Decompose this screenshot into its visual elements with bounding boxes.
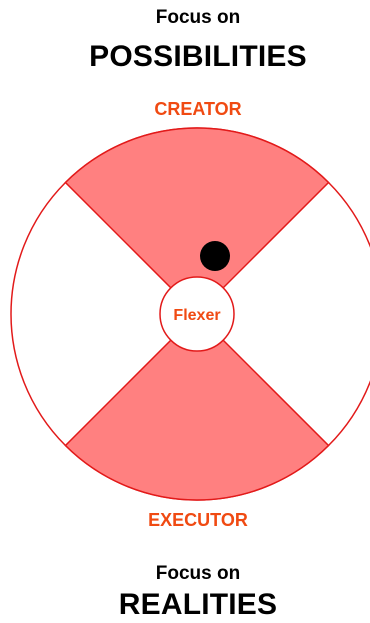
bottom-focus-title: REALITIES [118,588,278,621]
position-marker [200,241,230,271]
top-focus-label: Focus on [155,7,241,28]
flexer-label: Flexer [173,307,220,324]
executor-sector [64,312,330,501]
bottom-focus-label: Focus on [155,563,241,584]
top-focus-title: POSSIBILITIES [89,40,307,73]
executor-label: EXECUTOR [148,510,248,530]
creator-label: CREATOR [154,99,242,119]
flexer-center-circle [159,276,235,352]
creator-sector [64,127,330,316]
